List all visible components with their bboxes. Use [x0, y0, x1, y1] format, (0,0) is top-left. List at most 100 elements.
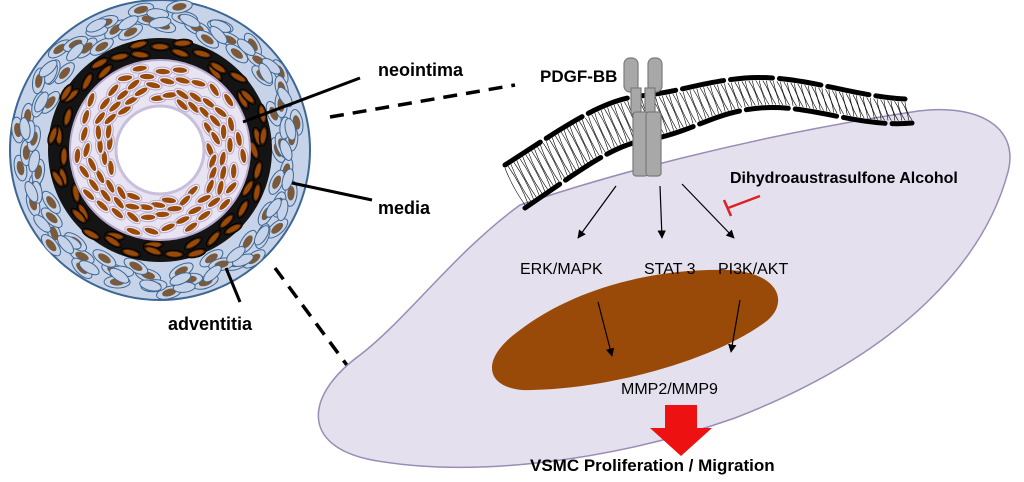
neointima-cell-nucleus [111, 208, 124, 219]
lipid-tail [682, 91, 697, 123]
media-cell-nucleus [146, 247, 161, 255]
arrow-to-pi3k [681, 183, 735, 239]
membrane-inner-leaflet [522, 105, 915, 211]
adventitia-cell-nucleus [230, 48, 243, 59]
lipid-tail [607, 107, 625, 144]
media-cell-nucleus [254, 185, 260, 200]
lipid-tail [531, 150, 551, 188]
adventitia-leader-line [224, 267, 242, 303]
receptor-right-kinase [645, 111, 662, 177]
lipid-tail [752, 80, 763, 105]
media-cell-nucleus [73, 210, 85, 222]
neointima-cell-nucleus [198, 210, 211, 221]
adventitia-cell [28, 149, 40, 173]
neointima-cell-nucleus [144, 227, 159, 235]
media-cell-nucleus [231, 73, 245, 82]
media-cell-nucleus [186, 238, 200, 249]
vessel-cross-section [9, 0, 311, 301]
lipid-tail [566, 128, 585, 165]
adventitia-cell-nucleus [123, 27, 138, 37]
ligand-label: PDGF-BB [540, 67, 617, 86]
lipid-tail [585, 117, 603, 154]
neointima-cell-nucleus [139, 73, 155, 80]
lipid-tail [828, 89, 838, 114]
adventitia-cell-nucleus [272, 175, 282, 189]
adventitia-cell [109, 267, 130, 284]
lipid-tail [696, 88, 710, 118]
lipid-tail [675, 93, 691, 126]
lipid-tail [794, 83, 804, 108]
lipid-tail [546, 141, 565, 178]
adventitia-cell-nucleus [129, 261, 143, 271]
lipid-tail [727, 82, 739, 109]
lipid-tail [560, 131, 580, 169]
media-cell-nucleus [131, 41, 146, 48]
erk-mapk-label: ERK/MAPK [520, 261, 603, 278]
lipid-tail [519, 158, 540, 196]
media-cell-nucleus [65, 90, 78, 101]
neointima-cell-nucleus [224, 93, 234, 107]
neointima-cell-nucleus [167, 205, 182, 212]
media-cell-nucleus [73, 185, 79, 201]
arrow-erk-to-mmp [597, 301, 615, 357]
neointima-cell-nucleus [235, 131, 242, 147]
lipid-tail [665, 95, 681, 129]
neointima-cell-nucleus [172, 67, 188, 73]
lipid-tail [679, 92, 694, 124]
lipid-tail [887, 100, 896, 121]
neointima-cell-nucleus [108, 160, 114, 175]
mmp2-mmp9-label: MMP2/MMP9 [621, 381, 718, 398]
adventitia-cell [85, 18, 108, 33]
media-cell-nucleus [49, 128, 57, 143]
neointima-cell-nucleus [217, 180, 224, 195]
lipid-tail [731, 82, 743, 108]
lipid-tail [528, 152, 548, 190]
adventitia-cell-nucleus [80, 42, 93, 54]
lipid-tail [790, 82, 801, 107]
media-cell-nucleus [254, 163, 261, 178]
neointima-cell-nucleus [89, 179, 99, 192]
media-cell-nucleus [194, 50, 210, 57]
outcome-arrow [650, 405, 712, 456]
receptor-left-transmembrane [630, 87, 642, 115]
neointima-cell-nucleus [199, 106, 210, 119]
lipid-tail [537, 146, 557, 184]
adventitia-cell [236, 38, 256, 57]
lipid-tail [703, 87, 716, 116]
neointima-cell-nucleus [179, 195, 191, 207]
lipid-tail [699, 87, 713, 117]
neointima-cell-nucleus [117, 89, 129, 100]
adventitia-cell-nucleus [287, 186, 295, 201]
lipid-tail [706, 86, 719, 114]
neointima-cell-nucleus [219, 198, 231, 210]
adventitia-cell [209, 25, 228, 45]
neointima-cell-nucleus [109, 101, 121, 112]
neointima-cell-nucleus [138, 204, 153, 211]
neointima-cell-nucleus [113, 196, 124, 209]
neointima-cell-nucleus [189, 92, 202, 102]
media-cell-nucleus [250, 142, 258, 158]
pdgf-receptor [623, 57, 663, 177]
neointima-cell-nucleus [219, 151, 226, 166]
neointima-leader-line [242, 76, 361, 124]
media-cell-nucleus [61, 86, 71, 100]
neointima-cell-nucleus [81, 126, 88, 141]
neointima-cell-nucleus [118, 106, 131, 115]
neointima-cell-nucleus [95, 112, 105, 125]
adventitia-cell [179, 13, 201, 28]
neointima-cell-nucleus [132, 65, 147, 72]
zoom-dashed-line-top [329, 83, 516, 119]
lipid-tail [766, 80, 777, 105]
neointima-cell-nucleus [161, 197, 177, 204]
media-cell-nucleus [238, 93, 247, 107]
adventitia-cell-nucleus [205, 253, 218, 264]
neointima-cell-nucleus [125, 203, 140, 210]
adventitia-cell-nucleus [45, 96, 56, 109]
lipid-tail [821, 88, 831, 113]
adventitia-cell-nucleus [98, 253, 111, 264]
neointima-cell-nucleus [161, 223, 175, 232]
lipid-tail [804, 84, 814, 109]
lipid-tail [876, 98, 885, 121]
media-cell-nucleus [208, 232, 219, 245]
adventitia-cell [19, 117, 31, 141]
